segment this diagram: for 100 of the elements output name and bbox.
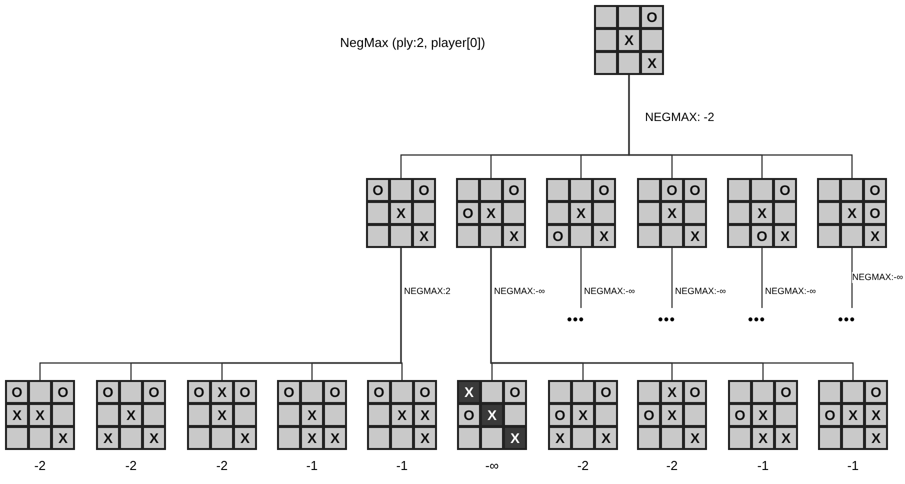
empty-cell: [7, 428, 27, 448]
score-value: -1: [305, 458, 319, 473]
board-mark: X: [753, 428, 773, 448]
empty-cell: [753, 382, 773, 402]
board-mark: X: [662, 405, 682, 425]
tic-tac-toe-board: [637, 178, 707, 248]
board-mark: O: [550, 405, 570, 425]
empty-cell: [573, 382, 593, 402]
empty-cell: [414, 203, 434, 223]
empty-cell: [302, 382, 322, 402]
tic-tac-toe-board: [727, 178, 797, 248]
empty-cell: [550, 382, 570, 402]
board-mark: O: [504, 180, 524, 200]
empty-cell: [685, 405, 705, 425]
board-mark: X: [594, 226, 614, 246]
board-mark: X: [53, 428, 73, 448]
edge-label: NEGMAX:-∞: [584, 286, 635, 297]
board-mark: X: [391, 203, 411, 223]
board-mark: X: [98, 428, 118, 448]
tic-tac-toe-board: [594, 5, 664, 75]
tic-tac-toe-board: [5, 380, 75, 450]
empty-cell: [639, 180, 659, 200]
empty-cell: [121, 382, 141, 402]
empty-cell: [639, 382, 659, 402]
empty-cell: [571, 226, 591, 246]
empty-cell: [573, 428, 593, 448]
empty-cell: [481, 180, 501, 200]
edge-label: NEGMAX: -2: [645, 112, 714, 123]
diagram-title: NegMax (ply:2, player[0]): [340, 35, 486, 50]
empty-cell: [619, 7, 639, 27]
board-mark: X: [144, 428, 164, 448]
empty-cell: [730, 428, 750, 448]
board-mark: O: [7, 382, 27, 402]
board-mark: X: [662, 382, 682, 402]
empty-cell: [619, 53, 639, 73]
empty-cell: [368, 226, 388, 246]
board-mark: O: [865, 180, 885, 200]
board-mark: X: [842, 203, 862, 223]
board-mark: X: [776, 428, 796, 448]
connector-line: [490, 248, 854, 380]
board-mark: X: [596, 428, 616, 448]
connector-line: [851, 248, 853, 308]
board-mark: O: [279, 382, 299, 402]
empty-cell: [189, 405, 209, 425]
empty-cell: [458, 180, 478, 200]
board-mark: X: [571, 203, 591, 223]
connector-line: [761, 248, 763, 308]
empty-cell: [596, 30, 616, 50]
board-mark: O: [368, 180, 388, 200]
board-mark: O: [775, 180, 795, 200]
empty-cell: [459, 428, 479, 448]
board-mark: X: [505, 428, 525, 448]
score-value: -1: [846, 458, 860, 473]
board-mark: X: [415, 428, 435, 448]
score-value: -1: [395, 458, 409, 473]
empty-cell: [820, 428, 840, 448]
board-mark: O: [730, 405, 750, 425]
board-mark: O: [685, 382, 705, 402]
empty-cell: [729, 180, 749, 200]
tic-tac-toe-board: [548, 380, 618, 450]
score-value: -2: [215, 458, 229, 473]
tic-tac-toe-board: [367, 380, 437, 450]
empty-cell: [482, 428, 502, 448]
empty-cell: [843, 428, 863, 448]
board-mark: X: [685, 226, 705, 246]
board-mark: O: [98, 382, 118, 402]
empty-cell: [776, 405, 796, 425]
board-mark: O: [459, 405, 479, 425]
connector-line: [628, 75, 853, 178]
board-mark: X: [662, 203, 682, 223]
empty-cell: [662, 226, 682, 246]
board-mark: X: [7, 405, 27, 425]
board-mark: O: [235, 382, 255, 402]
score-value: -2: [665, 458, 679, 473]
board-mark: O: [458, 203, 478, 223]
empty-cell: [775, 203, 795, 223]
edge-label: NEGMAX:2: [404, 286, 451, 297]
empty-cell: [819, 226, 839, 246]
board-mark: X: [843, 405, 863, 425]
empty-cell: [596, 7, 616, 27]
board-mark: X: [752, 203, 772, 223]
board-mark: O: [752, 226, 772, 246]
empty-cell: [596, 53, 616, 73]
connector-line: [580, 248, 582, 308]
board-mark: O: [369, 382, 389, 402]
connector-line: [400, 248, 403, 380]
board-mark: X: [415, 405, 435, 425]
empty-cell: [571, 180, 591, 200]
board-mark: X: [550, 428, 570, 448]
board-mark: X: [866, 405, 886, 425]
empty-cell: [820, 382, 840, 402]
empty-cell: [368, 203, 388, 223]
ellipsis: •••: [567, 312, 595, 326]
empty-cell: [212, 428, 232, 448]
ellipsis: •••: [838, 312, 866, 326]
empty-cell: [98, 405, 118, 425]
board-mark: X: [865, 226, 885, 246]
edge-label: NEGMAX:-∞: [852, 272, 903, 283]
board-mark: X: [212, 382, 232, 402]
board-mark: X: [235, 428, 255, 448]
